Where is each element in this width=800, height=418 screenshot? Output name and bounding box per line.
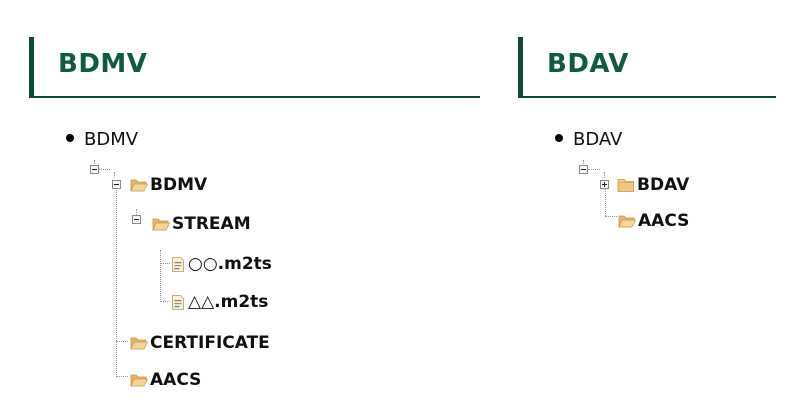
folder-label: CERTIFICATE [150, 333, 270, 353]
folder-open-icon [130, 337, 148, 350]
file-label: △△.m2ts [188, 292, 269, 312]
tree-connector [160, 250, 161, 302]
tree-connector [114, 172, 115, 178]
collapse-toggle-icon[interactable] [132, 215, 141, 224]
bdmv-heading: BDMV [29, 37, 480, 98]
tree-node-certificate[interactable]: CERTIFICATE [130, 333, 270, 353]
tree-connector [99, 169, 110, 170]
collapse-toggle-icon[interactable] [112, 180, 121, 189]
tree-node-stream[interactable]: STREAM [132, 214, 251, 234]
bdmv-heading-text: BDMV [58, 49, 148, 79]
expand-toggle-icon[interactable] [600, 180, 609, 189]
tree-connector [605, 216, 617, 217]
folder-label: AACS [150, 370, 202, 390]
folder-label: STREAM [172, 214, 251, 234]
bdav-root-label: BDAV [573, 129, 623, 150]
file-icon [172, 294, 184, 310]
folder-label: BDAV [637, 175, 690, 195]
tree-connector [588, 169, 600, 170]
bdmv-root-label: BDMV [84, 129, 139, 150]
tree-connector [136, 209, 137, 215]
tree-node-file-2[interactable]: △△.m2ts [172, 292, 268, 312]
tree-connector [604, 172, 605, 178]
bdav-root-item: BDAV [555, 129, 622, 150]
tree-node-bdmv[interactable]: BDMV [110, 175, 207, 195]
tree-connector [160, 263, 170, 264]
bullet-icon [66, 134, 74, 142]
tree-connector [116, 341, 128, 342]
tree-connector [605, 188, 606, 216]
bdmv-section: BDMV [29, 37, 480, 98]
tree-connector [116, 376, 128, 377]
collapse-toggle-icon[interactable] [579, 165, 588, 174]
tree-connector [583, 160, 584, 166]
bullet-icon [555, 134, 563, 142]
folder-label: BDMV [150, 175, 208, 195]
collapse-toggle-icon[interactable] [90, 165, 99, 174]
tree-node-aacs[interactable]: AACS [130, 370, 201, 390]
tree-connector [116, 188, 117, 375]
bdav-heading: BDAV [518, 37, 776, 98]
folder-closed-icon [617, 179, 634, 192]
tree-connector [94, 160, 95, 166]
folder-open-icon [152, 218, 170, 231]
bdav-section: BDAV [518, 37, 776, 98]
folder-open-icon [618, 215, 636, 228]
folder-open-icon [130, 179, 148, 192]
tree-node-file-1[interactable]: ○○.m2ts [172, 254, 272, 274]
tree-node-bdav[interactable]: BDAV [600, 175, 689, 195]
tree-node-bdav-aacs[interactable]: AACS [618, 211, 689, 231]
folder-label: AACS [638, 211, 690, 231]
bdav-heading-text: BDAV [547, 49, 629, 79]
folder-open-icon [130, 374, 148, 387]
tree-connector [160, 301, 170, 302]
bdmv-root-item: BDMV [66, 129, 138, 150]
file-icon [172, 256, 184, 272]
file-label: ○○.m2ts [188, 254, 272, 274]
